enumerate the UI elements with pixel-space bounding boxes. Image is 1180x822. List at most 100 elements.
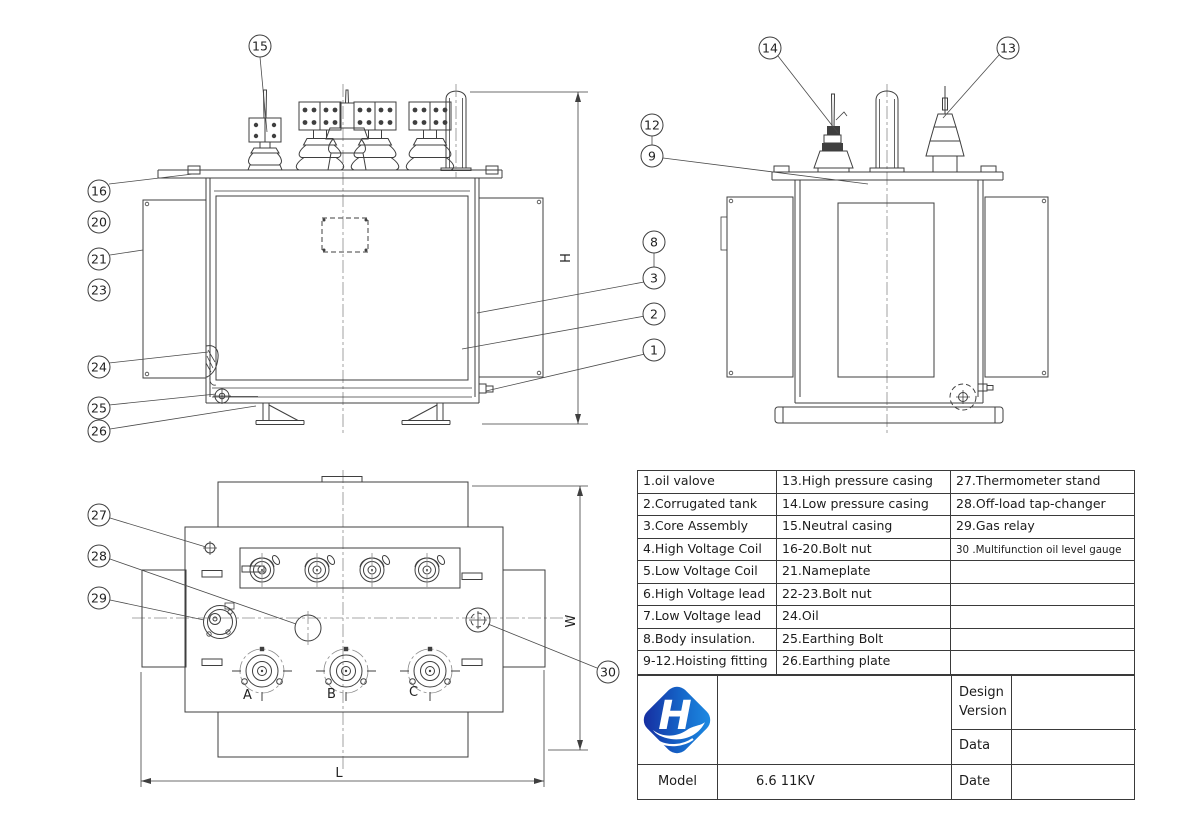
svg-text:26: 26 xyxy=(91,424,107,439)
earthing-bolt xyxy=(213,388,258,404)
lv-bushing-b xyxy=(304,552,337,588)
svg-text:21: 21 xyxy=(91,252,107,267)
lv-bushing-box xyxy=(239,547,461,589)
part-item: 9-12.Hoisting fitting xyxy=(638,651,777,674)
logo-wave xyxy=(653,722,705,740)
lv-bushing-n xyxy=(414,552,447,588)
part-item xyxy=(951,584,1134,607)
lv-bushing-c xyxy=(359,552,392,588)
left-radiator-top xyxy=(141,569,187,668)
callout-8: 8 xyxy=(642,230,666,254)
svg-text:1: 1 xyxy=(650,343,658,358)
date-label: Date xyxy=(959,774,991,789)
svg-text:9: 9 xyxy=(648,149,656,164)
callout-3: 3 xyxy=(642,266,666,290)
slot-4 xyxy=(461,658,483,666)
hv-bushing-top-b xyxy=(315,646,377,702)
drain-valve-bolt xyxy=(478,383,494,394)
company-logo: H xyxy=(643,686,711,754)
callout-2: 2 xyxy=(642,302,666,326)
svg-text:14: 14 xyxy=(762,41,778,56)
callout-25: 25 xyxy=(87,396,111,420)
data-label: Data xyxy=(959,738,991,753)
svg-text:13: 13 xyxy=(1000,41,1016,56)
callout-12: 12 xyxy=(640,113,664,137)
svg-text:24: 24 xyxy=(91,360,107,375)
part-item xyxy=(951,629,1134,652)
part-item: 29.Gas relay xyxy=(951,516,1134,539)
svg-text:29: 29 xyxy=(91,591,107,606)
lv-bushing-side xyxy=(813,93,854,173)
front-left-radiator xyxy=(142,199,207,379)
part-item: 2.Corrugated tank xyxy=(638,493,777,517)
part-item xyxy=(951,651,1134,674)
divider xyxy=(717,676,719,799)
part-item: 28.Off-load tap-changer xyxy=(951,494,1134,517)
hv-bushing-2 xyxy=(350,101,400,171)
parts-list-table: 1.oil valove 13.High pressure casing 27.… xyxy=(637,470,1135,675)
svg-text:20: 20 xyxy=(91,215,107,230)
part-item: 26.Earthing plate xyxy=(777,651,951,674)
part-item: 7.Low Voltage lead xyxy=(638,606,777,629)
part-item: 22-23.Bolt nut xyxy=(777,583,951,607)
svg-text:15: 15 xyxy=(252,39,268,54)
top-view: A B C L W xyxy=(132,470,588,787)
part-item: 8.Body insulation. xyxy=(638,628,777,652)
phase-label-c: C xyxy=(409,685,418,700)
front-right-radiator xyxy=(478,197,544,378)
version-label: Version xyxy=(959,704,1007,719)
model-value: 6.6 11KV xyxy=(756,774,815,789)
callout-24: 24 xyxy=(87,355,111,379)
part-item: 14.Low pressure casing xyxy=(777,493,951,517)
dimension-H: H xyxy=(470,91,588,425)
base-skid xyxy=(774,406,1004,424)
dimension-L: L xyxy=(140,670,545,787)
svg-text:2: 2 xyxy=(650,307,658,322)
side-right-radiator xyxy=(984,196,1049,378)
svg-text:23: 23 xyxy=(91,283,107,298)
nameplate-outline xyxy=(321,217,369,253)
top-fins-lower xyxy=(217,711,469,758)
part-item: 25.Earthing Bolt xyxy=(777,628,951,652)
callout-28: 28 xyxy=(87,544,111,568)
part-item: 5.Low Voltage Coil xyxy=(638,561,777,584)
side-view xyxy=(720,84,1049,436)
lv-bushing-a xyxy=(249,552,282,588)
nameplate-corner-bolts xyxy=(322,218,368,252)
part-item: 16-20.Bolt nut xyxy=(777,538,951,562)
oil-level-gauge xyxy=(465,607,491,633)
leader-lines xyxy=(108,54,1000,669)
callout-21: 21 xyxy=(87,247,111,271)
part-item: 15.Neutral casing xyxy=(777,516,951,539)
oil-drain-bracket xyxy=(205,345,219,386)
side-tank xyxy=(794,180,984,404)
part-item: 13.High pressure casing xyxy=(777,471,951,494)
oil-valve xyxy=(949,383,994,411)
design-label: Design xyxy=(959,685,1004,700)
front-tank xyxy=(205,178,480,404)
title-block: H Design Version Data Date Model 6.6 11K… xyxy=(637,675,1136,800)
svg-text:16: 16 xyxy=(91,184,107,199)
logo-wave-2 xyxy=(658,738,694,747)
divider xyxy=(1011,676,1013,799)
callout-15: 15 xyxy=(248,34,272,58)
part-item: 4.High Voltage Coil xyxy=(638,538,777,562)
logo-diamond xyxy=(643,686,711,754)
part-item: 3.Core Assembly xyxy=(638,516,777,539)
oil-gauge-cylinder xyxy=(440,84,472,178)
lv-busbar xyxy=(241,565,265,573)
part-item xyxy=(951,561,1134,584)
dim-label-H: H xyxy=(559,253,574,263)
callout-26: 26 xyxy=(87,419,111,443)
divider xyxy=(951,729,1136,731)
dimension-W: W xyxy=(472,485,588,751)
part-item: 27.Thermometer stand xyxy=(951,471,1134,494)
callout-27: 27 xyxy=(87,503,111,527)
svg-text:12: 12 xyxy=(644,118,660,133)
slot-1 xyxy=(201,570,223,578)
dim-label-L: L xyxy=(335,766,343,781)
neutral-bushing xyxy=(247,89,283,171)
callout-1: 1 xyxy=(642,338,666,362)
front-view: H xyxy=(142,84,588,434)
